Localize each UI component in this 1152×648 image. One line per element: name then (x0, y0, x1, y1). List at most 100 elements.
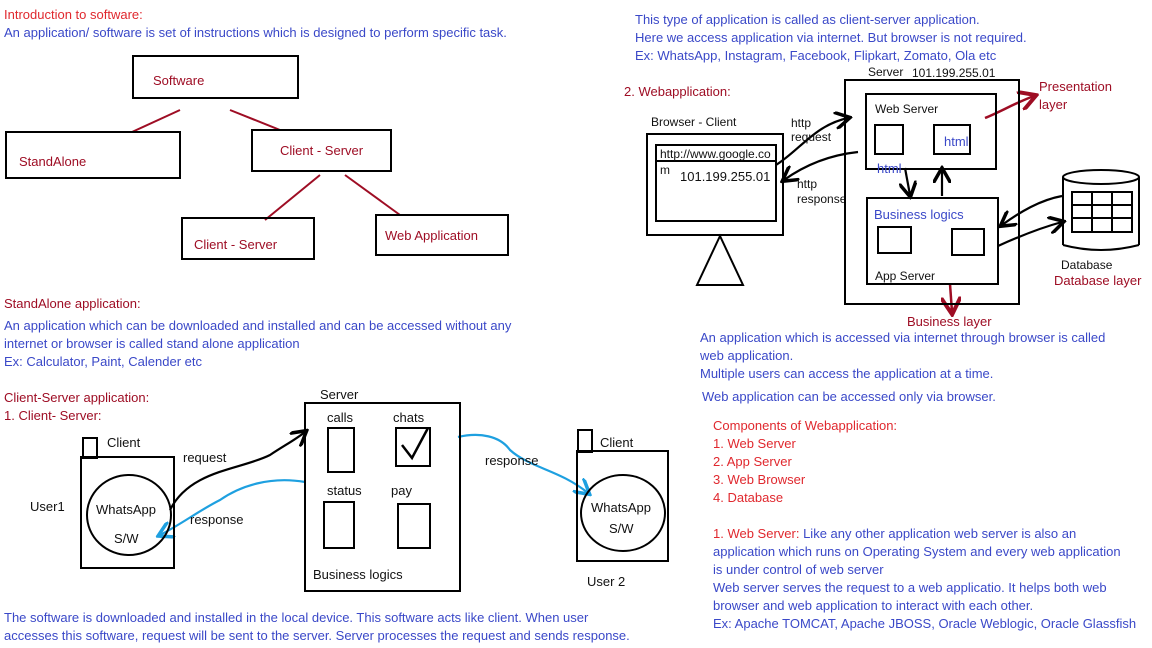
user2-label: User 2 (587, 574, 626, 589)
app-server-label: App Server (875, 269, 936, 283)
response-label-1: response (190, 512, 244, 527)
tree-child-left-box (181, 217, 315, 260)
app-server-module-1 (877, 226, 912, 254)
user1-label: User1 (30, 499, 65, 514)
browser-address-divider (655, 160, 777, 162)
html-label-2: html (877, 161, 902, 176)
web-server-module-1 (874, 124, 904, 155)
check-icon (401, 427, 430, 461)
presentation-layer-1: Presentation (1039, 79, 1112, 94)
business-logics-label: Business logics (874, 207, 964, 222)
client1-app-sub: S/W (114, 531, 139, 546)
app-to-db-arrow (997, 222, 1062, 248)
cs-pay-module (397, 503, 431, 549)
webapp-desc-2: web application. (700, 348, 794, 363)
web-server-label: Web Server (875, 102, 939, 116)
tree-link-right (229, 109, 281, 131)
webapp-server-box (844, 79, 1020, 305)
webapp-server-ip: 101.199.255.01 (912, 66, 996, 80)
http-request-label-2: request (791, 130, 832, 144)
cs-item-pay: pay (391, 483, 412, 498)
request-arrow (169, 432, 305, 511)
whatsapp-ellipse-1 (86, 474, 172, 556)
html-label-1: html (944, 134, 969, 149)
standalone-line-1: An application which can be downloaded a… (4, 318, 512, 333)
tree-child-left-label: Client - Server (194, 237, 278, 252)
standalone-title: StandAlone application: (4, 296, 141, 311)
web-to-app-arrow (905, 167, 910, 195)
webapp-server-label: Server (868, 65, 904, 79)
database-layer-label: Database layer (1054, 273, 1142, 288)
web-server-desc-4: browser and web application to interact … (713, 598, 1034, 613)
cs-calls-module (327, 427, 355, 473)
cs-item-chats: chats (393, 410, 425, 425)
web-server-desc-first: 1. Web Server: Like any other applicatio… (713, 525, 1076, 543)
component-item-1: 1. Web Server (713, 436, 796, 451)
http-response-label-1: http (797, 177, 818, 191)
business-layer-arrow (950, 283, 952, 312)
component-item-3: 3. Web Browser (713, 472, 806, 487)
component-item-4: 4. Database (713, 490, 784, 505)
app-server-module-2 (951, 228, 985, 256)
tree-left-label: StandAlone (19, 154, 87, 169)
webapp-title: 2. Webapplication: (624, 84, 731, 99)
request-label: request (183, 450, 227, 465)
browser-url-line-2: m (660, 163, 670, 177)
cs-item-status: status (327, 483, 362, 498)
phone-antenna-2 (577, 429, 593, 453)
client2-app-sub: S/W (609, 521, 634, 536)
cs-item-calls: calls (327, 410, 354, 425)
web-server-box (865, 93, 997, 170)
web-server-module-2 (933, 124, 971, 155)
db-to-app-arrow (1002, 194, 1063, 225)
webapp-desc-1: An application which is accessed via int… (700, 330, 1106, 345)
browser-ip: 101.199.255.01 (680, 169, 771, 184)
tree-root-box (132, 55, 299, 99)
cs-footer-2: accesses this software, request will be … (4, 628, 630, 643)
tree-link-child-right (344, 174, 401, 216)
tree-right-label: Client - Server (280, 143, 364, 158)
browser-url-line-1: http://www.google.co (660, 147, 771, 161)
browser-label: Browser - Client (651, 115, 737, 129)
cs-note-3: Ex: WhatsApp, Instagram, Facebook, Flipk… (635, 48, 997, 63)
whatsapp-ellipse-2 (580, 474, 666, 552)
cs-server-footer: Business logics (313, 567, 403, 582)
tree-root-label: Software (153, 73, 205, 88)
response-arrow-user2 (457, 433, 588, 493)
response-label-2: response (485, 453, 539, 468)
cs-note-1: This type of application is called as cl… (635, 12, 980, 27)
cs-server-label: Server (320, 387, 359, 402)
cs-status-module (323, 501, 355, 549)
cs-title: Client-Server application: (4, 390, 150, 405)
component-item-2: 2. App Server (713, 454, 792, 469)
web-server-desc-3: Web server serves the request to a web a… (713, 580, 1107, 595)
tree-link-left (131, 109, 181, 133)
tree-child-right-label: Web Application (385, 228, 478, 243)
web-server-desc-5: Ex: Apache TOMCAT, Apache JBOSS, Oracle … (713, 616, 1137, 631)
standalone-line-2: internet or browser is called stand alon… (4, 336, 300, 351)
web-server-desc-head: 1. Web Server: (713, 526, 800, 541)
app-server-box (866, 197, 999, 285)
cs-subtitle: 1. Client- Server: (4, 408, 102, 423)
database-icon (1062, 169, 1140, 251)
webapp-browser-only: Web application can be accessed only via… (702, 389, 996, 404)
tree-link-child-left (264, 174, 321, 221)
web-server-desc-1: application which runs on Operating Syst… (713, 544, 1121, 559)
http-response-arrow (784, 150, 859, 180)
client2-phone (576, 450, 669, 562)
web-server-desc-first-text: Like any other application web server is… (799, 526, 1077, 541)
standalone-line-3: Ex: Calculator, Paint, Calender etc (4, 354, 202, 369)
cs-note-2: Here we access application via internet.… (635, 30, 1027, 45)
response-arrow-user1 (160, 479, 306, 535)
client2-app-name: WhatsApp (591, 500, 651, 515)
cs-chats-module (395, 427, 431, 467)
intro-definition: An application/ software is set of instr… (4, 25, 507, 40)
tree-right-box (251, 129, 392, 172)
monitor-stand (695, 233, 745, 286)
browser-screen (655, 144, 777, 222)
tree-left-box (5, 131, 181, 179)
database-label: Database (1061, 258, 1113, 272)
presentation-arrow (984, 96, 1034, 120)
intro-title: Introduction to software: (4, 7, 143, 22)
webapp-desc-3: Multiple users can access the applicatio… (700, 366, 994, 381)
